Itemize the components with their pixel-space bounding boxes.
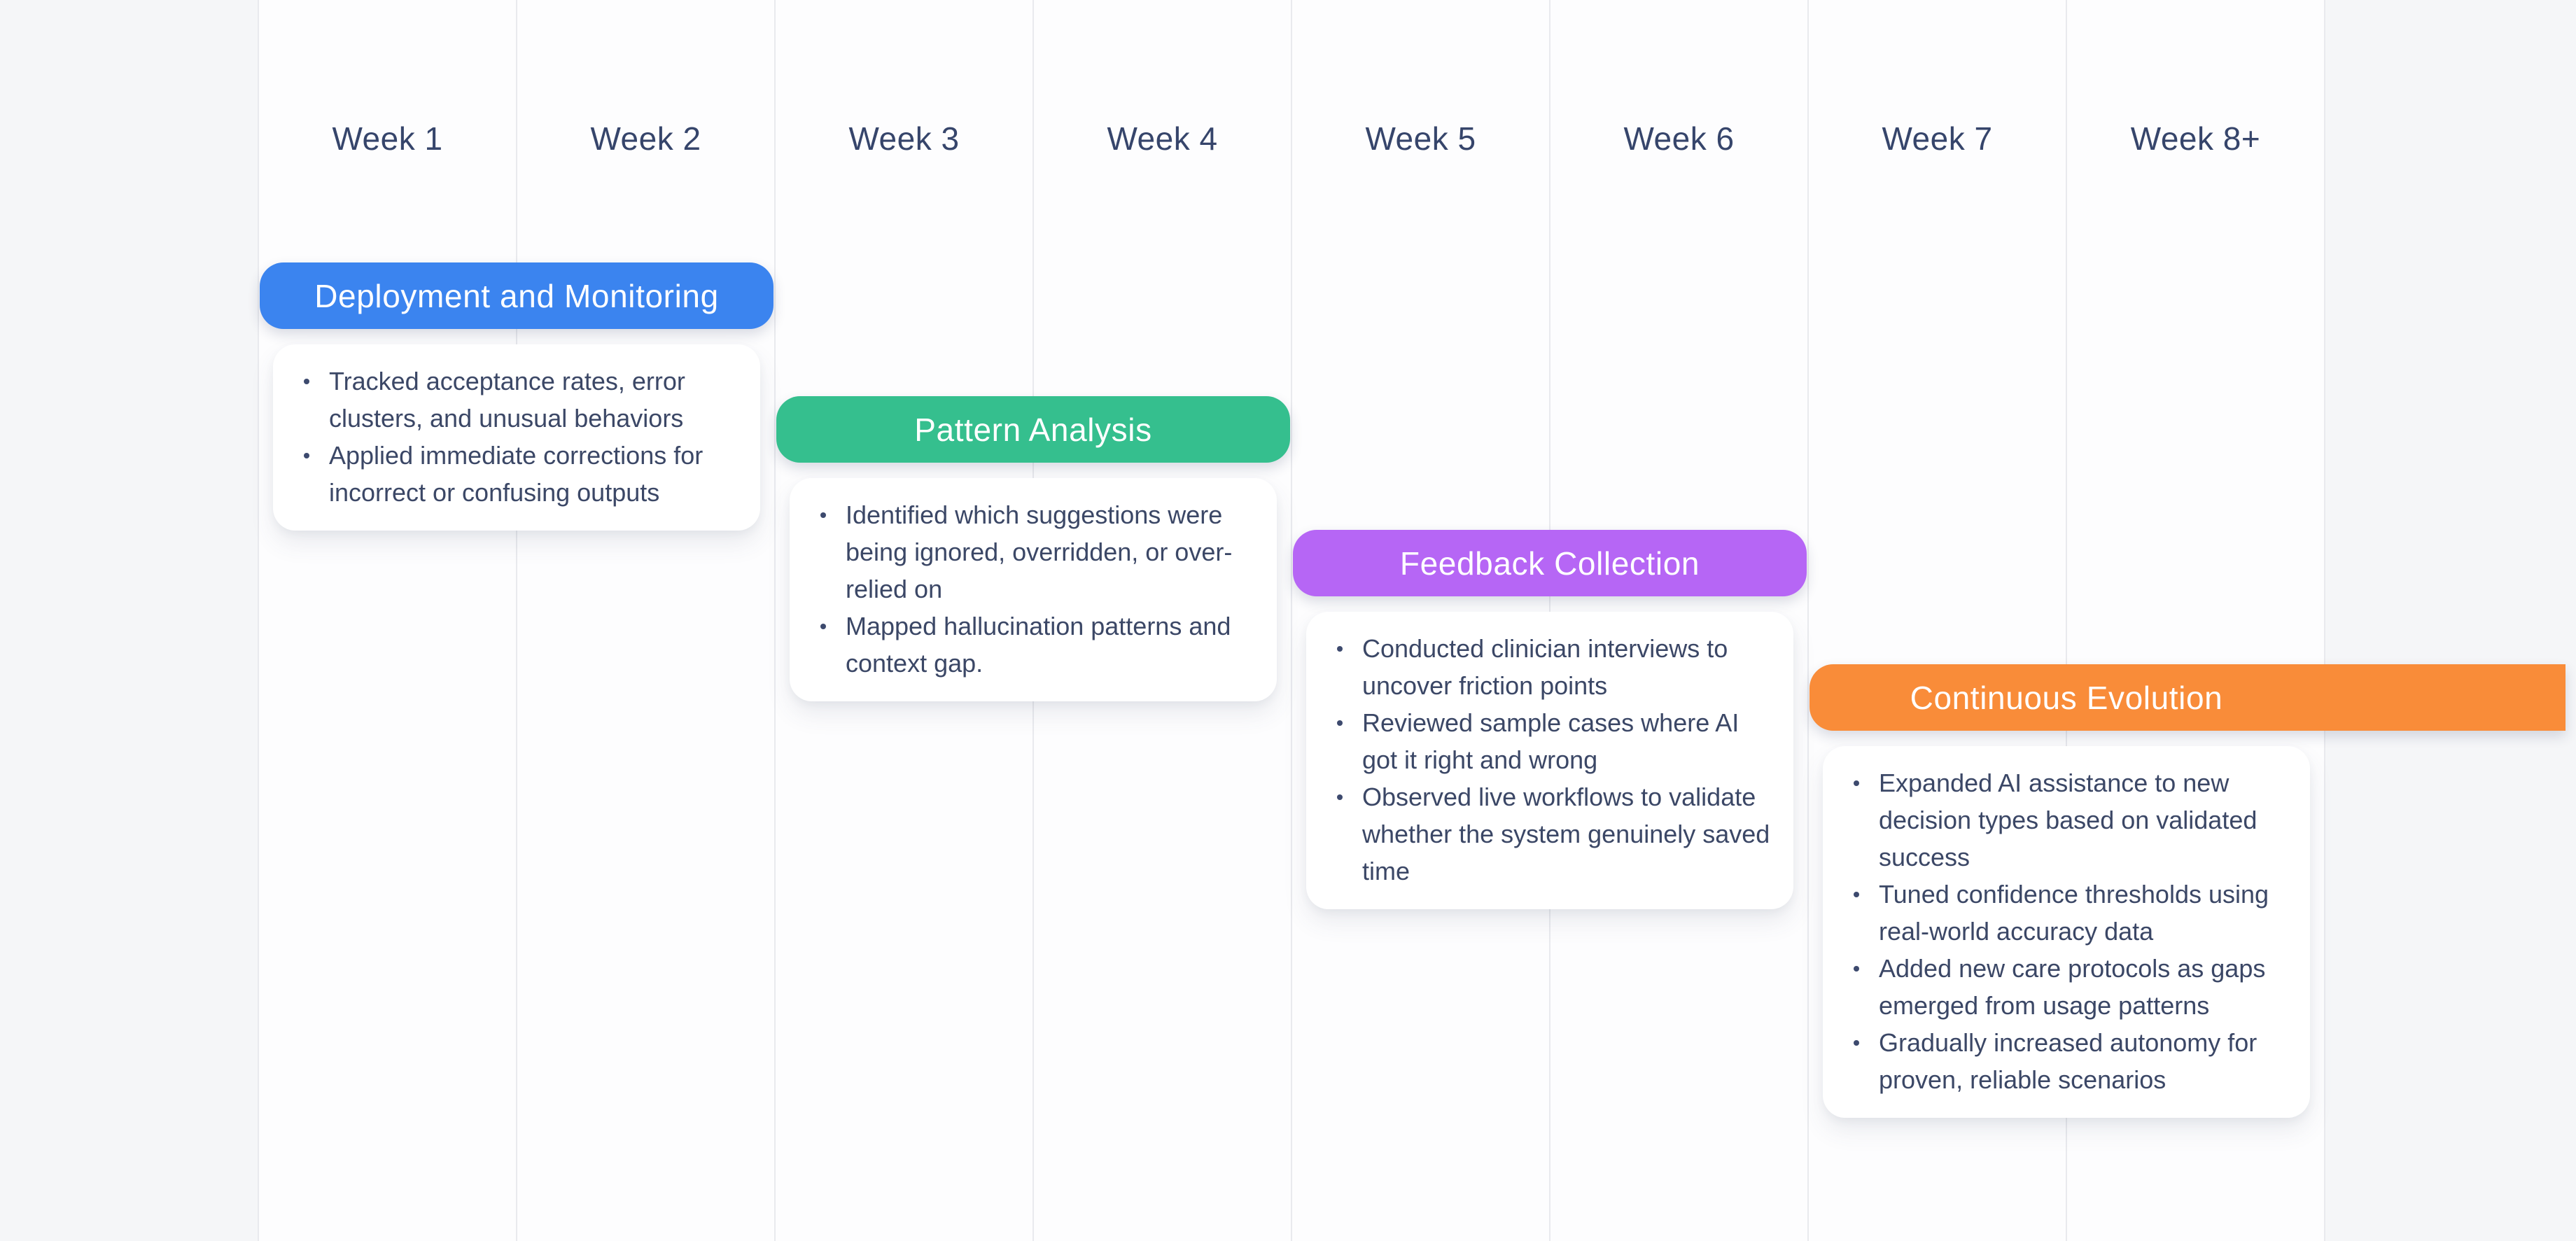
phase-bullet-item: Tracked acceptance rates, error clusters… [295,363,748,437]
phase-bullet-list-feedback-collection: Conducted clinician interviews to uncove… [1329,630,1781,890]
phase-bar-deployment-and-monitoring: Deployment and Monitoring [260,262,774,329]
week-divider-line [258,0,259,1241]
phase-bar-continuous-evolution: Continuous Evolution [1809,664,2566,731]
phase-bullet-item: Identified which suggestions were being … [812,496,1264,608]
week-label-5: Week 5 [1365,120,1476,157]
phase-bullet-item: Gradually increased autonomy for proven,… [1845,1024,2297,1098]
phase-bullet-item: Added new care protocols as gaps emerged… [1845,950,2297,1024]
phase-bar-feedback-collection: Feedback Collection [1293,530,1807,596]
phase-bullet-item: Applied immediate corrections for incorr… [295,437,748,511]
phase-card-pattern-analysis: Identified which suggestions were being … [790,478,1277,701]
phase-bullet-item: Expanded AI assistance to new decision t… [1845,764,2297,876]
phase-title-continuous-evolution: Continuous Evolution [1910,679,2223,716]
week-divider-line [2324,0,2325,1241]
phase-card-continuous-evolution: Expanded AI assistance to new decision t… [1823,746,2310,1118]
phase-bullet-item: Conducted clinician interviews to uncove… [1329,630,1781,704]
phase-bullet-item: Reviewed sample cases where AI got it ri… [1329,704,1781,778]
phase-bullet-list-continuous-evolution: Expanded AI assistance to new decision t… [1845,764,2297,1098]
phase-title-deployment-and-monitoring: Deployment and Monitoring [314,277,719,314]
week-divider-line [774,0,776,1241]
week-divider-line [516,0,517,1241]
week-label-1: Week 1 [332,120,443,157]
phase-bullet-list-deployment-and-monitoring: Tracked acceptance rates, error clusters… [295,363,748,511]
week-label-6: Week 6 [1623,120,1735,157]
phase-card-feedback-collection: Conducted clinician interviews to uncove… [1306,612,1793,909]
phase-bullet-item: Mapped hallucination patterns and contex… [812,608,1264,682]
week-divider-line [2066,0,2067,1241]
phase-title-pattern-analysis: Pattern Analysis [914,411,1152,448]
week-divider-line [1807,0,1809,1241]
phase-title-feedback-collection: Feedback Collection [1399,545,1700,582]
week-label-7: Week 7 [1882,120,1993,157]
phase-bullet-item: Tuned confidence thresholds using real-w… [1845,876,2297,950]
phase-bullet-list-pattern-analysis: Identified which suggestions were being … [812,496,1264,682]
week-label-3: Week 3 [848,120,960,157]
week-label-8: Week 8+ [2130,120,2261,157]
phase-card-deployment-and-monitoring: Tracked acceptance rates, error clusters… [273,344,760,531]
phase-bar-pattern-analysis: Pattern Analysis [776,396,1290,463]
week-label-2: Week 2 [590,120,701,157]
phase-bullet-item: Observed live workflows to validate whet… [1329,778,1781,890]
week-label-4: Week 4 [1107,120,1218,157]
week-divider-line [1291,0,1292,1241]
